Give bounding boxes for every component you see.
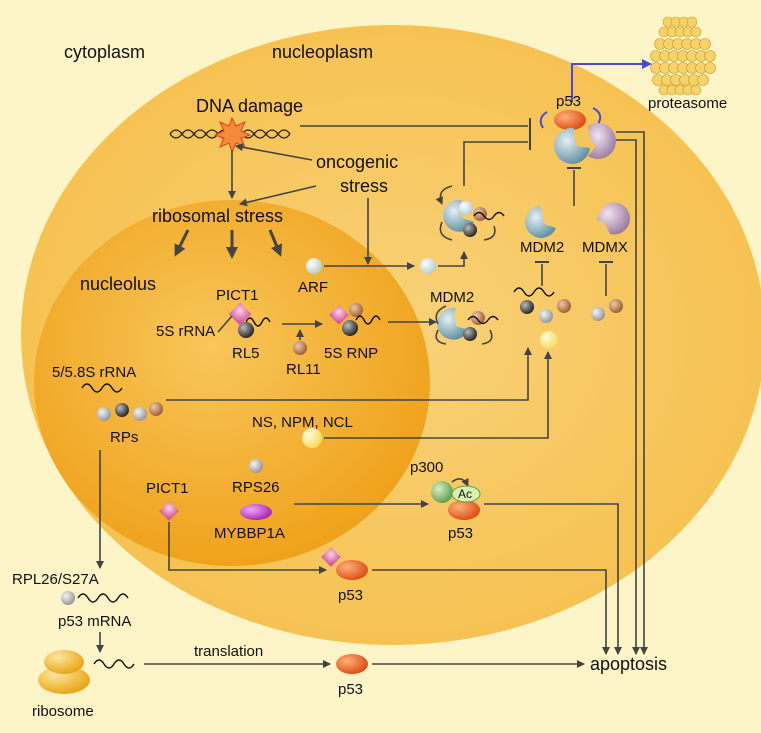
nucleolus-region xyxy=(34,200,430,566)
rnp-rl5 xyxy=(342,320,358,336)
nucleoplasm-label: nucleoplasm xyxy=(272,42,373,62)
rpl26-label: RPL26/S27A xyxy=(12,571,99,588)
ac-badge xyxy=(451,485,481,503)
p53-ac-label: p53 xyxy=(448,525,473,542)
ribosome-mrna-wave xyxy=(93,659,135,669)
ns-molecule xyxy=(302,428,322,448)
arf-nucleoplasm xyxy=(420,258,436,274)
arf-to-mdm2-arrow xyxy=(438,251,468,267)
degradation-arrow xyxy=(571,59,652,102)
np-rp-mdmx-grey xyxy=(591,307,605,321)
rnp-wave xyxy=(355,315,381,325)
rp-3 xyxy=(133,407,147,421)
rp-2 xyxy=(115,403,129,417)
mybbp1a-molecule xyxy=(240,504,272,520)
rnp-pict1 xyxy=(329,305,349,325)
pict1-a-label: PICT1 xyxy=(216,287,259,304)
p300-molecule xyxy=(431,481,453,503)
mdm2-rnp-complex xyxy=(435,305,499,345)
rl5-label: RL5 xyxy=(232,345,260,362)
ribosome-label: ribosome xyxy=(32,703,94,720)
mdm2-arf-complex xyxy=(435,185,505,241)
rnp-rl11 xyxy=(349,303,363,317)
mdm2-right-label: MDM2 xyxy=(520,239,564,256)
pict1-p53-diamond xyxy=(321,547,341,567)
rpl26-molecule xyxy=(61,591,75,605)
p300-label: p300 xyxy=(410,459,443,476)
mdmx-top xyxy=(588,123,616,159)
proteasome-label: proteasome xyxy=(648,95,727,112)
rps26-label: RPS26 xyxy=(232,479,280,496)
arf-label: ARF xyxy=(298,279,328,296)
cytoplasm-label: cytoplasm xyxy=(64,42,145,62)
mdmx-label: MDMX xyxy=(582,239,628,256)
p53-top-to-apoptosis-1 xyxy=(616,131,648,655)
p53-mrna-wave xyxy=(77,593,129,603)
ribosomal-arrow-1 xyxy=(174,229,190,257)
rps-label: RPs xyxy=(110,429,138,446)
rp-1 xyxy=(97,407,111,421)
p53-bottom-label: p53 xyxy=(338,681,363,698)
p53-pict-to-apoptosis xyxy=(372,569,610,655)
rps26-molecule xyxy=(249,459,263,473)
mdm2-top xyxy=(554,127,590,164)
ns-npm-ncl-label: NS, NPM, NCL xyxy=(252,414,353,431)
rrna-58s-label: 5/5.8S rRNA xyxy=(52,364,136,381)
rps-to-mdm2-arrow xyxy=(166,347,532,401)
mdm2-arf-to-p53-line xyxy=(463,141,528,186)
p53-top-to-apoptosis-2 xyxy=(616,139,640,655)
dna-damage-label: DNA damage xyxy=(196,96,303,116)
oncogenic-label: oncogenic xyxy=(316,152,398,172)
nucleolus-label: nucleolus xyxy=(80,274,156,294)
mdmx-right-icon xyxy=(596,202,630,235)
rl11-label: RL11 xyxy=(286,361,321,378)
p53-mrna-label: p53 mRNA xyxy=(58,613,131,630)
p53-pict-molecule xyxy=(336,560,368,580)
p53-top xyxy=(554,110,586,130)
arf-molecule xyxy=(306,258,322,274)
rrna-5s-label: 5S rRNA xyxy=(156,323,215,340)
np-rp-mdmx-brown xyxy=(609,299,623,313)
acetylation-arrow xyxy=(451,477,469,487)
mdm2-right-icon xyxy=(525,206,556,238)
p53-pict-label: p53 xyxy=(338,587,363,604)
rrna-5s-pointer xyxy=(217,315,233,333)
mdm2-mid-label: MDM2 xyxy=(430,289,474,306)
oncogenic-to-dna-arrow xyxy=(235,143,313,161)
p53-ac-molecule xyxy=(448,500,480,520)
p53-bottom-molecule xyxy=(336,654,368,674)
pict1-to-p53-arrow xyxy=(168,522,327,574)
np-rp-brown xyxy=(557,299,571,313)
rp-4 xyxy=(149,402,163,416)
rrna-58s-wave xyxy=(81,383,123,393)
rnp-5s-label: 5S RNP xyxy=(324,345,378,362)
ubiquitin-left-icon xyxy=(539,111,548,129)
np-rp-dark xyxy=(520,300,534,314)
mybbp1a-label: MYBBP1A xyxy=(214,525,285,542)
p53-top-label: p53 xyxy=(556,93,581,110)
rrna-5s-wave xyxy=(245,317,271,327)
pict1-b-label: PICT1 xyxy=(146,480,189,497)
stress-label: stress xyxy=(340,176,388,196)
oncogenic-to-ribosomal-arrow xyxy=(239,185,317,207)
rl5-molecule xyxy=(238,322,254,338)
translation-label: translation xyxy=(194,643,263,660)
proteasome-icon xyxy=(650,16,716,96)
nucleoplasm-rrna-wave xyxy=(513,287,555,297)
ribosomal-arrow-3 xyxy=(268,229,283,257)
ribosome-icon xyxy=(38,650,90,694)
p53-ac-to-apoptosis xyxy=(484,503,622,655)
ribosomal-stress-label: ribosomal stress xyxy=(152,206,283,226)
np-rp-grey xyxy=(539,309,553,323)
ac-label: Ac xyxy=(458,487,472,501)
np-ns-molecule xyxy=(540,331,558,349)
apoptosis-label: apoptosis xyxy=(590,654,667,674)
rl11-molecule xyxy=(293,341,307,355)
ns-to-mdm2-arrow xyxy=(324,351,552,439)
